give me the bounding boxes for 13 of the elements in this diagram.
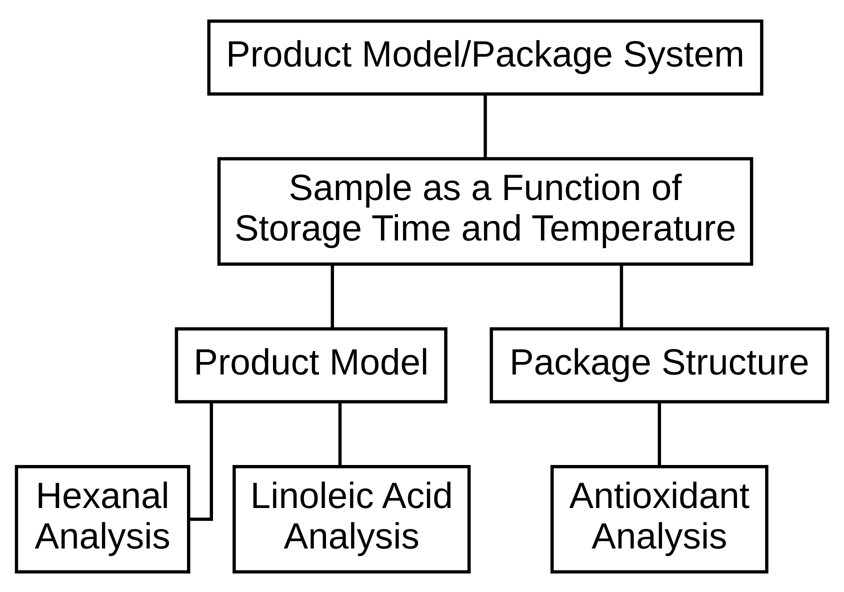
node-box: Product Model xyxy=(174,326,448,403)
node-box: Sample as a Function of Storage Time and Temperature xyxy=(217,156,754,266)
node-box: Product Model/Package System xyxy=(207,18,764,96)
connector xyxy=(658,401,662,466)
connector xyxy=(620,264,624,328)
connector xyxy=(188,401,214,520)
node-box: Package Structure xyxy=(490,326,830,403)
node-box: Linoleic Acid Analysis xyxy=(232,464,471,574)
connector xyxy=(338,401,342,466)
node-box: Antioxidant Analysis xyxy=(550,464,768,574)
connector xyxy=(484,94,487,158)
node-box: Hexanal Analysis xyxy=(14,464,190,574)
connector xyxy=(330,264,334,328)
